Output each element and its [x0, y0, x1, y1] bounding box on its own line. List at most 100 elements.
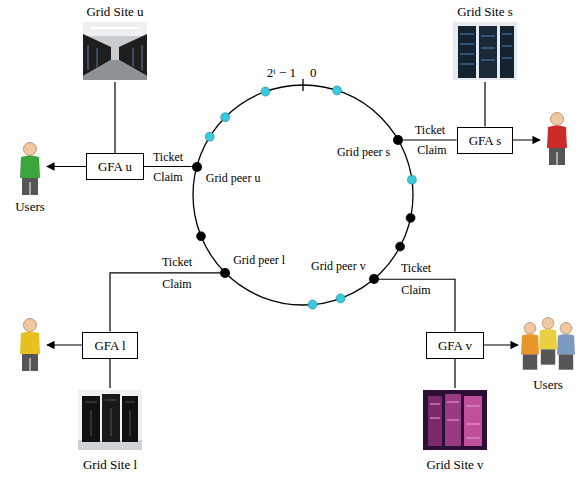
edge-label: Ticket: [400, 261, 432, 275]
site-photo: [481, 47, 495, 48]
peer-label: Grid peer s: [337, 145, 390, 159]
user-figure: [30, 358, 31, 371]
site-photo: [445, 394, 461, 446]
user-figure: [560, 322, 572, 334]
site-photo: [97, 48, 98, 67]
site-photo: [453, 22, 517, 80]
grid-site: Grid Site l: [75, 388, 145, 472]
grid-site: Grid Site u: [80, 4, 150, 82]
site-photo: [428, 396, 442, 446]
link-line: [110, 273, 220, 332]
user-figure: [557, 152, 558, 165]
user-figure: [20, 332, 40, 355]
site-photo: [142, 45, 143, 70]
link-line: [484, 82, 485, 127]
ring-dot: [221, 113, 230, 122]
gfa-box: GFA s: [457, 127, 514, 154]
claim-label: Claim: [161, 277, 192, 291]
site-photo: [453, 22, 517, 80]
site-photo: [464, 396, 482, 446]
site-label: Grid Site u: [86, 4, 143, 19]
gfa-label: GFA s: [469, 133, 502, 148]
peer-label: Grid peer u: [206, 171, 261, 185]
dht-ring: [302, 79, 303, 91]
site-photo: [479, 26, 497, 78]
grid-peer: Grid peer l: [220, 268, 230, 278]
site-photo: [423, 390, 487, 450]
gfa-label: GFA l: [94, 338, 125, 353]
ring-dot: [406, 213, 415, 222]
gfa-box: GFA l: [82, 332, 137, 359]
site-label: Grid Site v: [426, 457, 483, 472]
link-line: [379, 279, 455, 331]
user-figure: [523, 354, 537, 369]
claim-label: Claim: [400, 283, 431, 297]
link-line: [454, 359, 455, 389]
ring-label: 0: [309, 66, 318, 80]
user-figure: [20, 319, 40, 372]
site-photo: [430, 402, 480, 438]
edge-label: Ticket: [414, 123, 446, 137]
user-figure: [24, 143, 37, 156]
site-photo: [460, 53, 474, 54]
user-figure: [557, 334, 575, 354]
gfa-box: GFA u: [86, 153, 144, 180]
dht-ring: [193, 85, 413, 305]
site-photo: [502, 57, 512, 58]
site-photo: [133, 48, 134, 67]
peer-label: Grid peer v: [311, 259, 366, 273]
site-label: Grid Site s: [457, 4, 513, 19]
user-figure: [539, 317, 557, 364]
site-photo: [447, 420, 459, 421]
site-photo: [83, 22, 147, 80]
site-photo: [460, 43, 474, 44]
link-line: [109, 359, 110, 389]
site-photo: [430, 404, 440, 405]
user-figure: [22, 178, 38, 195]
site-photo: [502, 33, 512, 34]
ring-label: 2ᵗ − 1: [266, 66, 297, 80]
user-figure: [30, 182, 31, 195]
site-photo: [83, 22, 147, 36]
claim-label: Claim: [416, 143, 447, 157]
ring-dot: [261, 87, 270, 96]
grid-site: Grid Site s: [450, 4, 520, 82]
link-line: [114, 82, 115, 153]
gfa-box: GFA v: [426, 332, 484, 359]
grid-peer: Grid peer s: [393, 135, 403, 145]
site-photo: [78, 390, 142, 450]
dht-ring: [193, 79, 413, 305]
grid-peer: Grid peer u: [192, 162, 202, 172]
ring-dot: [333, 86, 342, 95]
ring-dot: [205, 132, 214, 141]
ring-dot: [197, 86, 417, 309]
site-photo: [88, 45, 89, 70]
site-photo: [481, 59, 495, 60]
user-figure: [551, 113, 564, 126]
site-photo: [430, 418, 440, 419]
user-figure: [541, 349, 555, 364]
user-figure: [539, 329, 557, 349]
site-photo: [111, 408, 112, 436]
grid-site: Grid Site v: [420, 388, 490, 472]
gfa-label: GFA v: [438, 338, 472, 353]
site-photo: [481, 35, 495, 36]
grid-peer: Grid peer v: [369, 274, 379, 284]
site-photo: [502, 45, 512, 46]
peer-label: Grid peer l: [233, 253, 285, 267]
site-photo: [85, 400, 135, 436]
user-figure: [22, 354, 38, 371]
site-label: Grid Site l: [83, 457, 137, 472]
site-photo: [83, 22, 147, 80]
user-figure: [557, 322, 575, 369]
edge-label: Ticket: [161, 255, 193, 269]
site-photo: [460, 63, 474, 64]
gfa-label: GFA u: [98, 159, 132, 174]
ring-dot: [308, 300, 317, 309]
ring-dot: [396, 242, 405, 251]
site-photo: [122, 396, 138, 442]
site-photo: [460, 33, 474, 34]
site-photo: [466, 406, 480, 407]
user-figure: [20, 143, 40, 196]
site-photo: [82, 396, 100, 442]
